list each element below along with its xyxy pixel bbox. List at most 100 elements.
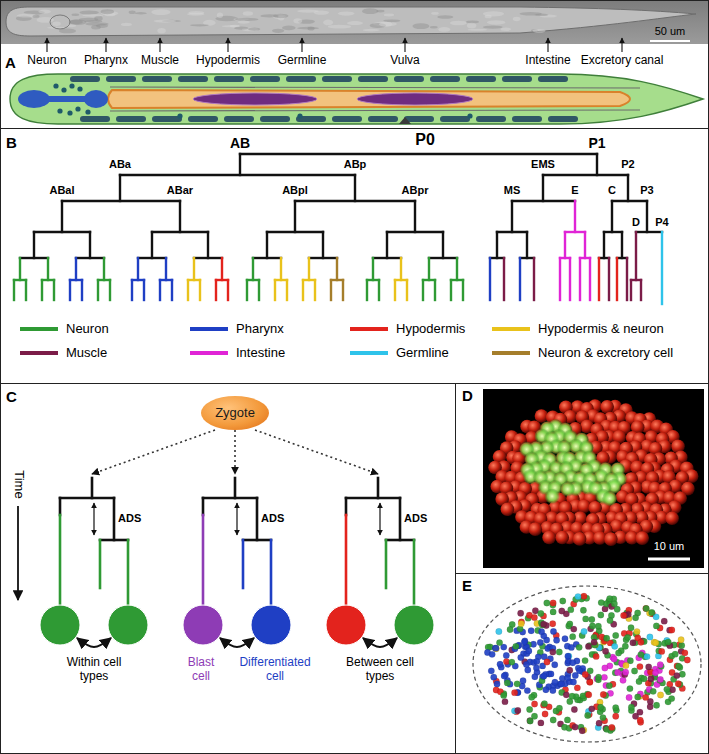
cell-dot xyxy=(595,623,601,629)
lineage-branch xyxy=(303,279,315,281)
lineage-branch xyxy=(399,498,402,540)
comparison-arrow xyxy=(363,638,397,647)
muscle-cell xyxy=(224,116,254,122)
lineage-branch xyxy=(100,539,128,542)
lineage-branch xyxy=(247,279,259,281)
tissue-texture xyxy=(85,22,108,25)
lineage-label: ABp xyxy=(344,158,367,171)
pointer-arrow xyxy=(46,38,47,52)
lineage-branch xyxy=(631,279,641,281)
neuron xyxy=(53,83,58,88)
legend-label: Intestine xyxy=(236,346,285,361)
tissue-texture xyxy=(533,29,546,33)
lineage-branch xyxy=(386,539,414,542)
legend-label: Hypodermis & neuron xyxy=(538,322,664,337)
lineage-branch xyxy=(564,232,566,258)
lineage-branch xyxy=(227,280,229,300)
embryo-image xyxy=(483,389,704,568)
cell-dot xyxy=(569,693,575,699)
lineage-branch xyxy=(294,201,296,232)
lineage-branch xyxy=(330,280,332,300)
lineage-branch xyxy=(165,258,167,280)
pointer-arrow xyxy=(159,38,160,52)
cell-dot xyxy=(622,643,628,649)
lineage-label: EMS xyxy=(531,158,555,171)
reporter-nucleus xyxy=(602,491,617,506)
lineage-branch xyxy=(560,257,570,259)
lineage-branch xyxy=(120,174,355,176)
tissue-texture xyxy=(217,12,223,18)
cell-dot xyxy=(532,674,538,680)
legend-item: Neuron xyxy=(20,322,109,337)
legend-swatch xyxy=(20,351,58,355)
lineage-branch xyxy=(366,280,368,300)
lineage-branch xyxy=(490,257,504,259)
lineage-label: D xyxy=(632,216,640,229)
tissue-texture xyxy=(69,20,83,25)
vulva xyxy=(399,117,411,124)
muscle-cell xyxy=(260,116,290,122)
cell-dot xyxy=(576,668,582,674)
cell-dot xyxy=(659,648,665,654)
lineage-branch xyxy=(627,175,629,201)
worm-body xyxy=(6,7,696,36)
neuron xyxy=(85,109,90,114)
cell-dot xyxy=(514,681,520,687)
lineage-branch xyxy=(630,280,632,300)
tissue-texture xyxy=(412,23,429,29)
cell-circle xyxy=(326,605,366,645)
nucleus xyxy=(528,522,542,536)
cell-dot xyxy=(613,713,619,719)
lineage-label: ABa xyxy=(109,158,131,171)
muscle-cell xyxy=(430,76,460,82)
cell-dot xyxy=(527,718,533,724)
cell-dot xyxy=(641,676,647,682)
lineage-branch xyxy=(253,257,281,259)
lineage-branch xyxy=(61,201,63,232)
lineage-branch xyxy=(322,232,324,258)
cell-dot xyxy=(509,659,515,665)
worm-cartoon xyxy=(10,74,703,124)
cell-dot xyxy=(665,639,671,645)
cell-dot xyxy=(541,700,547,706)
lineage-branch xyxy=(91,478,94,498)
lineage-branch xyxy=(171,280,173,300)
lineage-branch xyxy=(503,258,505,300)
cell-dot xyxy=(497,661,503,667)
cell-circle xyxy=(251,605,291,645)
lineage-branch xyxy=(584,232,586,258)
cell-dot xyxy=(674,672,680,678)
cell-dot xyxy=(672,651,678,657)
muscle-cell xyxy=(214,76,244,82)
tissue-texture xyxy=(32,15,39,18)
cell-dot xyxy=(657,677,663,683)
cell-dot xyxy=(527,718,533,724)
lineage-branch xyxy=(280,258,282,280)
lineage-branch xyxy=(612,200,647,202)
cell-dot xyxy=(538,610,544,616)
cell-dot xyxy=(529,694,535,700)
neuron xyxy=(297,113,302,118)
part-label: Germline xyxy=(278,54,327,68)
lineage-branch xyxy=(89,232,91,258)
lineage-branch xyxy=(187,280,189,300)
distance-arrow xyxy=(379,503,380,535)
lineage-branch xyxy=(193,258,195,280)
lineage-branch xyxy=(242,540,245,588)
lineage-branch xyxy=(275,279,287,281)
cell-dot xyxy=(580,693,586,699)
tissue-texture xyxy=(383,19,400,22)
lineage-branch xyxy=(526,232,528,258)
node-label: Zygote xyxy=(215,406,255,421)
neuron xyxy=(77,86,82,91)
cell-dot xyxy=(544,600,550,606)
cell-dot xyxy=(598,612,604,618)
lineage-branch xyxy=(97,280,99,300)
cell-dot xyxy=(611,643,617,649)
lineage-branch xyxy=(626,258,628,300)
lineage-branch xyxy=(70,279,82,281)
lineage-tree xyxy=(14,154,662,304)
cell-dot xyxy=(582,657,588,663)
tissue-texture xyxy=(328,25,351,29)
cell-dot xyxy=(602,665,608,671)
